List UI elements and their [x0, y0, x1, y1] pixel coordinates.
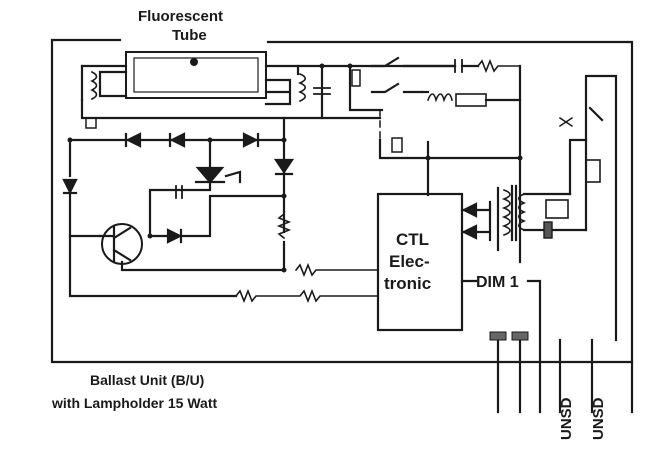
timing-capacitor [175, 185, 183, 199]
ctl-label-line3: tronic [384, 274, 432, 293]
series-inductor [426, 93, 453, 103]
terminal-label-1: UNSD [558, 397, 575, 440]
transformer [501, 188, 511, 237]
ctl-electronic-box [376, 192, 464, 332]
right-inductor [297, 72, 307, 103]
bridge-diode-2 [461, 224, 478, 240]
caption-line2: with Lampholder 15 Watt [52, 395, 218, 411]
left-starter [85, 117, 97, 129]
resistor-a [294, 262, 379, 278]
tube-capacitor [313, 87, 331, 95]
left-diode [62, 178, 78, 195]
terminal-label-2: UNSD [590, 397, 607, 440]
output-block [545, 199, 569, 219]
switch-block [351, 69, 361, 87]
transistor [101, 223, 143, 265]
fuse [455, 93, 487, 107]
vertical-resistor [276, 212, 292, 240]
fluorescent-tube [125, 51, 267, 99]
caption-line1: Ballast Unit (B/U) [90, 372, 205, 388]
tube-dot [190, 58, 198, 66]
relay-contact [391, 137, 403, 153]
terminal-a [489, 331, 507, 341]
right-relay [585, 159, 601, 183]
ctl-label-line2: Elec- [389, 252, 430, 271]
tube-label-line2: Tube [172, 27, 207, 44]
diode-1 [125, 132, 142, 148]
resistor-b [234, 288, 379, 304]
ground-block [543, 221, 553, 239]
zener-diode [273, 158, 295, 174]
diode-3 [242, 132, 259, 148]
terminal-b [511, 331, 529, 341]
thyristor [195, 166, 225, 184]
dim-label: DIM 1 [476, 274, 519, 291]
diode-2 [169, 132, 186, 148]
ctl-label-line1: CTL [396, 230, 430, 249]
tube-label-line1: Fluorescent [138, 8, 224, 25]
base-diode [166, 228, 183, 244]
enclosure-outline [50, 38, 634, 364]
bridge-diode-1 [461, 202, 478, 218]
top-resistor [476, 58, 521, 74]
